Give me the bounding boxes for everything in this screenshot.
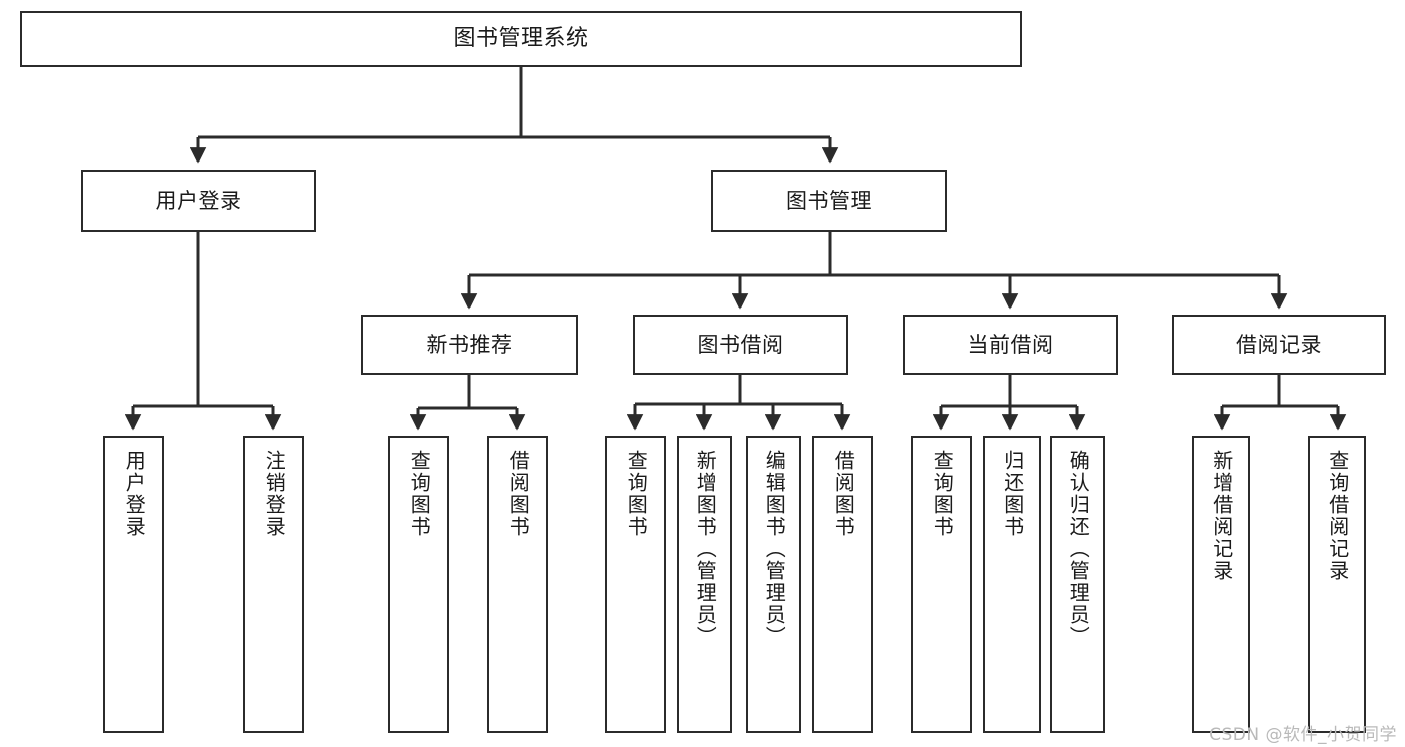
- node-user-login[interactable]: 用户登录: [81, 170, 316, 232]
- node-label: 编辑图书（管理员）: [762, 450, 787, 648]
- node-label: 查询借阅记录: [1325, 450, 1350, 582]
- node-label: 用户登录: [155, 188, 242, 213]
- node-borrow-record[interactable]: 借阅记录: [1172, 315, 1386, 375]
- node-label: 借阅记录: [1236, 332, 1322, 357]
- node-book-borrow[interactable]: 图书借阅: [633, 315, 848, 375]
- node-label: 用户登录: [122, 450, 147, 538]
- leaf-user-login-logout[interactable]: 注销登录: [243, 436, 304, 733]
- leaf-recommend-borrow-book[interactable]: 借阅图书: [487, 436, 548, 733]
- node-label: 图书借阅: [697, 332, 784, 357]
- leaf-current-confirm-return-admin[interactable]: 确认归还（管理员）: [1050, 436, 1105, 733]
- leaf-current-query-book[interactable]: 查询图书: [911, 436, 972, 733]
- node-label: 新书推荐: [426, 332, 513, 357]
- node-current-borrow[interactable]: 当前借阅: [903, 315, 1118, 375]
- leaf-current-return-book[interactable]: 归还图书: [983, 436, 1041, 733]
- node-label: 借阅图书: [831, 450, 856, 538]
- node-root-system[interactable]: 图书管理系统: [20, 11, 1022, 67]
- leaf-record-query-record[interactable]: 查询借阅记录: [1308, 436, 1366, 733]
- leaf-borrow-edit-book-admin[interactable]: 编辑图书（管理员）: [746, 436, 801, 733]
- node-new-book-recommend[interactable]: 新书推荐: [361, 315, 578, 375]
- node-label: 确认归还（管理员）: [1066, 450, 1091, 648]
- leaf-borrow-query-book[interactable]: 查询图书: [605, 436, 666, 733]
- node-book-management[interactable]: 图书管理: [711, 170, 947, 232]
- node-label: 图书管理系统: [453, 26, 589, 52]
- node-label: 查询图书: [930, 450, 955, 538]
- node-label: 新增借阅记录: [1209, 450, 1234, 582]
- node-label: 注销登录: [262, 450, 287, 538]
- node-label: 查询图书: [407, 450, 432, 538]
- leaf-recommend-query-book[interactable]: 查询图书: [388, 436, 449, 733]
- watermark-text: CSDN @软件_小贺同学: [1209, 725, 1397, 745]
- node-label: 归还图书: [1000, 450, 1025, 538]
- node-label: 当前借阅: [967, 332, 1054, 357]
- leaf-borrow-add-book-admin[interactable]: 新增图书（管理员）: [677, 436, 732, 733]
- node-label: 新增图书（管理员）: [693, 450, 718, 648]
- node-label: 图书管理: [786, 188, 872, 213]
- node-label: 借阅图书: [506, 450, 531, 538]
- leaf-record-add-record[interactable]: 新增借阅记录: [1192, 436, 1250, 733]
- leaf-user-login-login[interactable]: 用户登录: [103, 436, 164, 733]
- leaf-borrow-borrow-book[interactable]: 借阅图书: [812, 436, 873, 733]
- node-label: 查询图书: [624, 450, 649, 538]
